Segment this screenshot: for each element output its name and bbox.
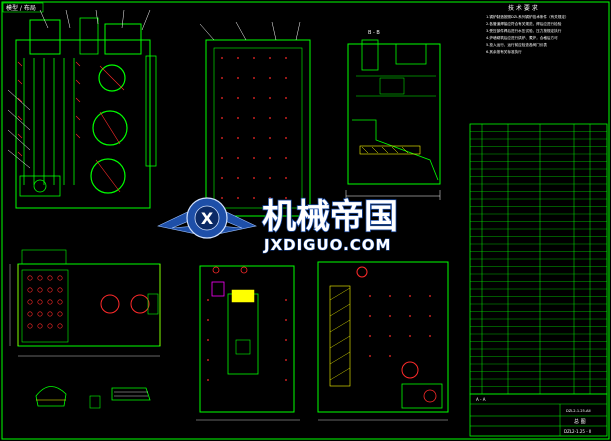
right-side-view: B - B [345, 30, 441, 200]
note-4: 4.炉墙砌筑后应进行烘炉、煮炉，合格后方可 [486, 35, 558, 40]
title-block: A - A DZL2-1.25-AII 总 图 DZL2-1.25 - Ⅱ [469, 393, 608, 437]
layout-tab-label: 模型 / 布局 [6, 4, 36, 12]
bottom-side-view [196, 265, 300, 421]
parts-list-table [469, 123, 608, 395]
note-1: 1.锅炉制造按照DZL系列锅炉技术条件（有关规定） [486, 14, 569, 19]
bottom-front-view [317, 261, 449, 421]
drawing-number: DZL2-1.25-AII [566, 409, 591, 413]
drawing-title: 总 图 [574, 418, 586, 425]
note-6: 6.其余按有关标准执行 [486, 49, 522, 54]
top-plan-view [9, 249, 161, 357]
title-block-header: A - A [476, 397, 486, 402]
detail-views [35, 386, 151, 409]
note-2: 2.各管道焊接应符合有关规范，焊后应进行检验 [486, 21, 562, 26]
watermark-chinese: 机械帝国 [262, 197, 398, 237]
notes-title: 技 术 要 求 [508, 4, 538, 12]
technical-notes: 技 术 要 求 1.锅炉制造按照DZL系列锅炉技术条件（有关规定） 2.各管道焊… [486, 4, 569, 54]
footer-code: DZL2-1.25 - Ⅱ [564, 429, 591, 434]
front-view [199, 21, 311, 217]
section-label-b: B - B [368, 30, 380, 36]
note-3: 3.受压部件焊后进行水压试验，压力按规定执行 [486, 28, 562, 33]
note-5: 5.投入运行，运行前应检查各阀门仪表 [486, 42, 547, 47]
watermark-url: JXDIGUO.COM [263, 236, 391, 254]
emblem-letter: X [201, 209, 214, 228]
side-section-view [7, 9, 157, 209]
watermark-logo: X 机械帝国 JXDIGUO.COM [157, 196, 399, 255]
layout-tab[interactable] [2, 2, 44, 13]
